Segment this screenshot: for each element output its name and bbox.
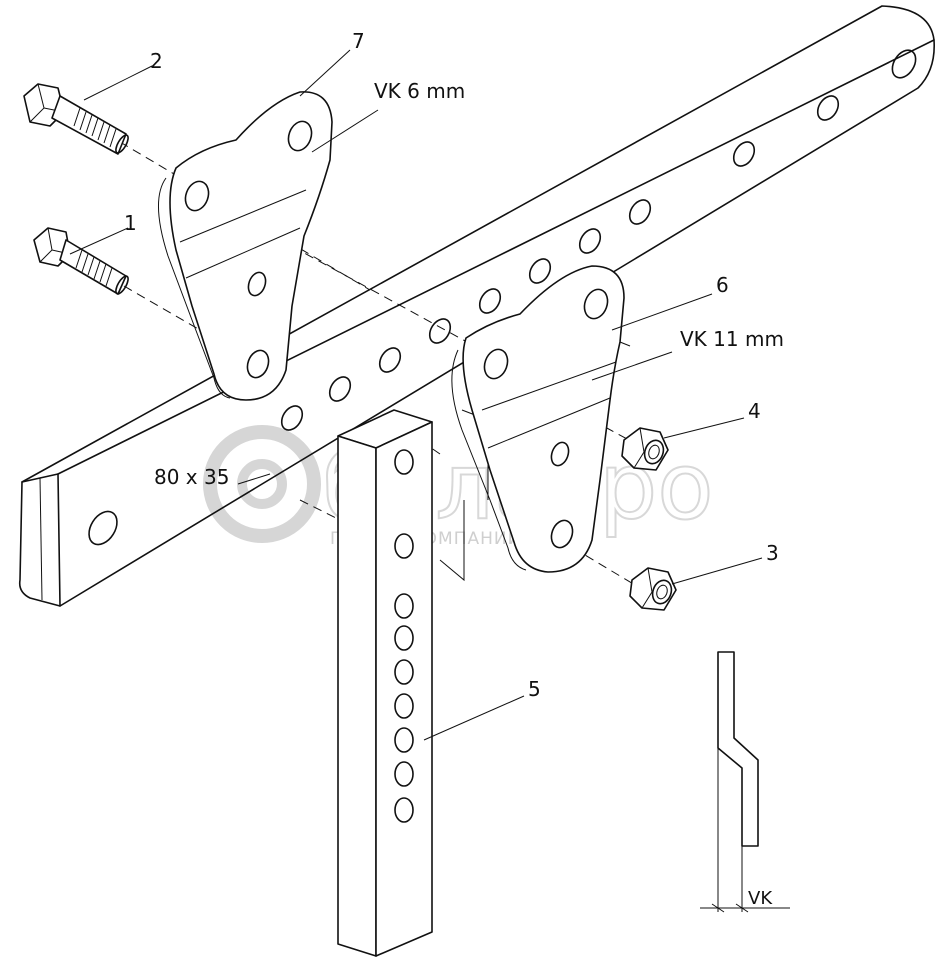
bracket-7 xyxy=(158,91,333,401)
callout-labels: 7 2 1 6 4 3 5 VK 6 mm VK 11 mm 80 x 35 V… xyxy=(124,29,784,909)
bolt-1 xyxy=(33,227,129,295)
vk-detail xyxy=(700,651,790,913)
dim-vk: VK xyxy=(748,888,773,909)
dim-vk11: VK 11 mm xyxy=(680,327,784,351)
callout-5: 5 xyxy=(528,677,541,701)
leader-lines xyxy=(69,49,763,741)
bar-holes xyxy=(394,449,414,823)
callout-6: 6 xyxy=(716,273,729,297)
vertical-bar-5 xyxy=(337,409,433,957)
nut-4 xyxy=(621,427,669,471)
main-beam xyxy=(18,5,935,607)
dim-section: 80 x 35 xyxy=(154,465,229,489)
dim-vk6: VK 6 mm xyxy=(374,79,465,103)
beam-holes xyxy=(88,49,917,546)
callout-7: 7 xyxy=(352,29,365,53)
bolt-2 xyxy=(23,83,129,155)
bracket-6 xyxy=(451,265,631,573)
callout-2: 2 xyxy=(150,49,163,73)
callout-4: 4 xyxy=(748,399,761,423)
nut-3 xyxy=(629,567,677,611)
callout-3: 3 xyxy=(766,541,779,565)
callout-1: 1 xyxy=(124,211,137,235)
watermark-logo-icon xyxy=(203,425,321,543)
